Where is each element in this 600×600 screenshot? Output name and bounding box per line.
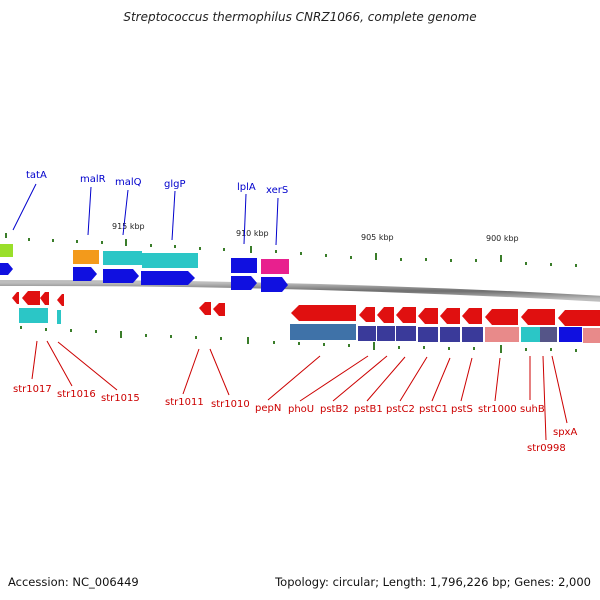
cog-bar-glgp xyxy=(142,253,198,268)
gene-label-psts: pstS xyxy=(451,404,473,415)
gene-label-str1015: str1015 xyxy=(101,393,140,404)
forward-strand-features xyxy=(0,244,289,292)
genome-backbone xyxy=(0,279,600,302)
gene-arrow-str1000 xyxy=(485,309,518,325)
position-marker-910: 910 kbp xyxy=(236,229,269,238)
gene-arrow-phou xyxy=(359,307,375,322)
gene-arrow-suhb xyxy=(521,309,555,325)
cog-bar-tata xyxy=(0,244,13,257)
gene-label-malq: malQ xyxy=(115,177,142,188)
gene-arrow-xers xyxy=(261,277,288,292)
cog-bar-str1016 xyxy=(19,308,48,323)
cog-bar-str0998 xyxy=(540,327,557,342)
gene-arrow-glgp xyxy=(141,271,195,285)
gene-label-phou: phoU xyxy=(288,404,314,415)
gene-arrow-psts xyxy=(462,308,482,324)
gene-arrow-str1015 xyxy=(40,292,49,305)
gene-label-pstc1: pstC1 xyxy=(419,404,448,415)
gene-arrow-pepn xyxy=(291,305,356,321)
cog-bar-str1000 xyxy=(485,327,519,342)
position-marker-915: 915 kbp xyxy=(112,222,145,231)
gene-arrow-str1015b xyxy=(57,294,64,306)
gene-label-str1010: str1010 xyxy=(211,399,250,410)
gene-label-pstc2: pstC2 xyxy=(386,404,415,415)
gene-label-pepn: pepN xyxy=(255,403,281,414)
forward-leader-lines xyxy=(12,183,279,246)
gene-label-str1016: str1016 xyxy=(57,389,96,400)
cog-bar-phou xyxy=(358,326,376,341)
gene-label-str1017: str1017 xyxy=(13,384,52,395)
cog-bar-suhb xyxy=(521,327,540,342)
gene-arrow-lpla xyxy=(231,276,257,290)
reverse-gene-labels: str1017 str1016 str1015 str1011 str1010 … xyxy=(13,384,577,454)
gene-label-str0998: str0998 xyxy=(527,443,566,454)
cog-bar-pstc1 xyxy=(440,327,460,342)
gene-label-malr: malR xyxy=(80,174,106,185)
gene-arrow-str1017 xyxy=(12,292,19,304)
upper-tick-row xyxy=(5,233,577,267)
gene-arrow-malr xyxy=(73,267,97,281)
gene-arrow-str1010 xyxy=(213,303,225,316)
cog-bar-pstc2 xyxy=(418,327,438,342)
cog-bar-str1015 xyxy=(57,310,61,324)
map-title: Streptococcus thermophilus CNRZ1066, com… xyxy=(123,10,477,24)
cog-bar-psts xyxy=(462,327,483,342)
lower-tick-row xyxy=(20,326,577,353)
cog-bar-malq xyxy=(103,251,142,265)
forward-gene-labels: tatA malR malQ glgP lplA xerS xyxy=(26,170,288,196)
gene-arrow-pstc1 xyxy=(440,308,460,324)
reverse-leader-lines xyxy=(31,340,568,441)
gene-arrow-tata xyxy=(0,263,13,275)
gene-label-str1011: str1011 xyxy=(165,397,204,408)
gene-label-pstb2: pstB2 xyxy=(320,404,349,415)
gene-arrow-str1016 xyxy=(22,291,40,305)
gene-label-tata: tatA xyxy=(26,170,47,181)
position-marker-900: 900 kbp xyxy=(486,234,519,243)
gene-label-glgp: glgP xyxy=(164,179,186,190)
cog-bar-pstb2 xyxy=(377,326,395,341)
gene-arrow-malq xyxy=(103,269,139,283)
gene-arrow-pstb1 xyxy=(396,307,416,323)
cog-bar-spxa-next xyxy=(583,328,600,343)
gene-label-pstb1: pstB1 xyxy=(354,404,383,415)
gene-arrow-str1011 xyxy=(199,302,211,315)
topology-label: Topology: circular; Length: 1,796,226 bp… xyxy=(275,575,591,589)
gene-arrow-spxa xyxy=(558,310,600,326)
cog-bar-spxa xyxy=(559,327,582,342)
gene-label-suhb: suhB xyxy=(520,404,545,415)
cog-bar-malr xyxy=(73,250,99,264)
cog-bar-pepn xyxy=(290,324,356,340)
gene-label-str1000: str1000 xyxy=(478,404,517,415)
cog-bar-lpla xyxy=(231,258,257,273)
reverse-strand-features xyxy=(12,291,600,343)
gene-arrow-pstb2 xyxy=(377,307,394,323)
gene-label-lpla: lplA xyxy=(237,182,256,193)
gene-label-spxa: spxA xyxy=(553,427,577,438)
gene-arrow-pstc2 xyxy=(418,308,438,324)
cog-bar-pstb1 xyxy=(396,326,416,341)
accession-label: Accession: NC_006449 xyxy=(8,575,139,589)
gene-label-xers: xerS xyxy=(266,185,288,196)
position-marker-905: 905 kbp xyxy=(361,233,394,242)
cog-bar-xers xyxy=(261,259,289,274)
